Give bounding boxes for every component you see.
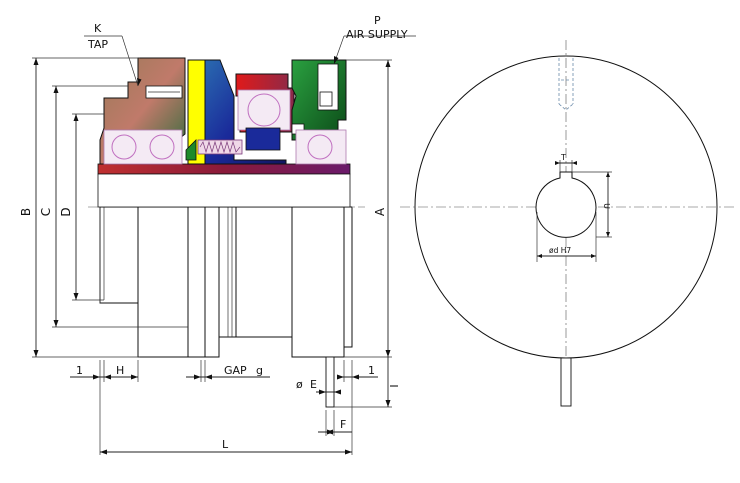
label-f: F xyxy=(340,418,346,431)
dimension-arrows xyxy=(33,56,391,455)
green-seal xyxy=(185,139,197,161)
label-i: I xyxy=(388,384,401,387)
label-k: K xyxy=(94,22,102,35)
hidden-tap-hole xyxy=(558,58,574,111)
side-view: K TAP P AIR SUPPLY B C D A 1 H GAP g ø E… xyxy=(19,14,416,455)
label-d: D xyxy=(59,207,73,216)
lower-body-outline xyxy=(99,206,353,358)
right-bearing xyxy=(295,129,347,165)
shaft-body xyxy=(97,173,351,208)
left-bearing xyxy=(103,129,183,165)
label-g: g xyxy=(256,364,263,377)
pin xyxy=(325,356,335,408)
label-1-left: 1 xyxy=(76,364,83,377)
label-t: T xyxy=(560,153,566,162)
label-phi: ø xyxy=(296,378,303,391)
label-tap: TAP xyxy=(87,38,108,51)
label-p: P xyxy=(374,14,381,27)
front-pin xyxy=(560,357,572,407)
label-h: H xyxy=(116,364,124,377)
friction-plate-lower xyxy=(187,206,206,358)
dimension-lines xyxy=(32,35,416,455)
label-bore: ød H7 xyxy=(549,246,571,255)
front-arrows xyxy=(537,161,610,258)
armature xyxy=(204,59,287,165)
label-u: U xyxy=(602,203,611,209)
label-e: E xyxy=(310,378,317,391)
label-a: A xyxy=(373,207,387,216)
center-bearing xyxy=(237,89,291,131)
label-air-supply: AIR SUPPLY xyxy=(346,28,408,41)
bore-keyway xyxy=(535,171,597,238)
front-view: T U ød H7 xyxy=(400,40,734,407)
label-b: B xyxy=(19,208,33,216)
label-l: L xyxy=(222,438,229,451)
spring-pack xyxy=(197,139,243,155)
label-c: C xyxy=(39,208,53,216)
label-gap: GAP xyxy=(224,364,247,377)
label-1-right: 1 xyxy=(368,364,375,377)
shaft-band xyxy=(97,163,351,175)
